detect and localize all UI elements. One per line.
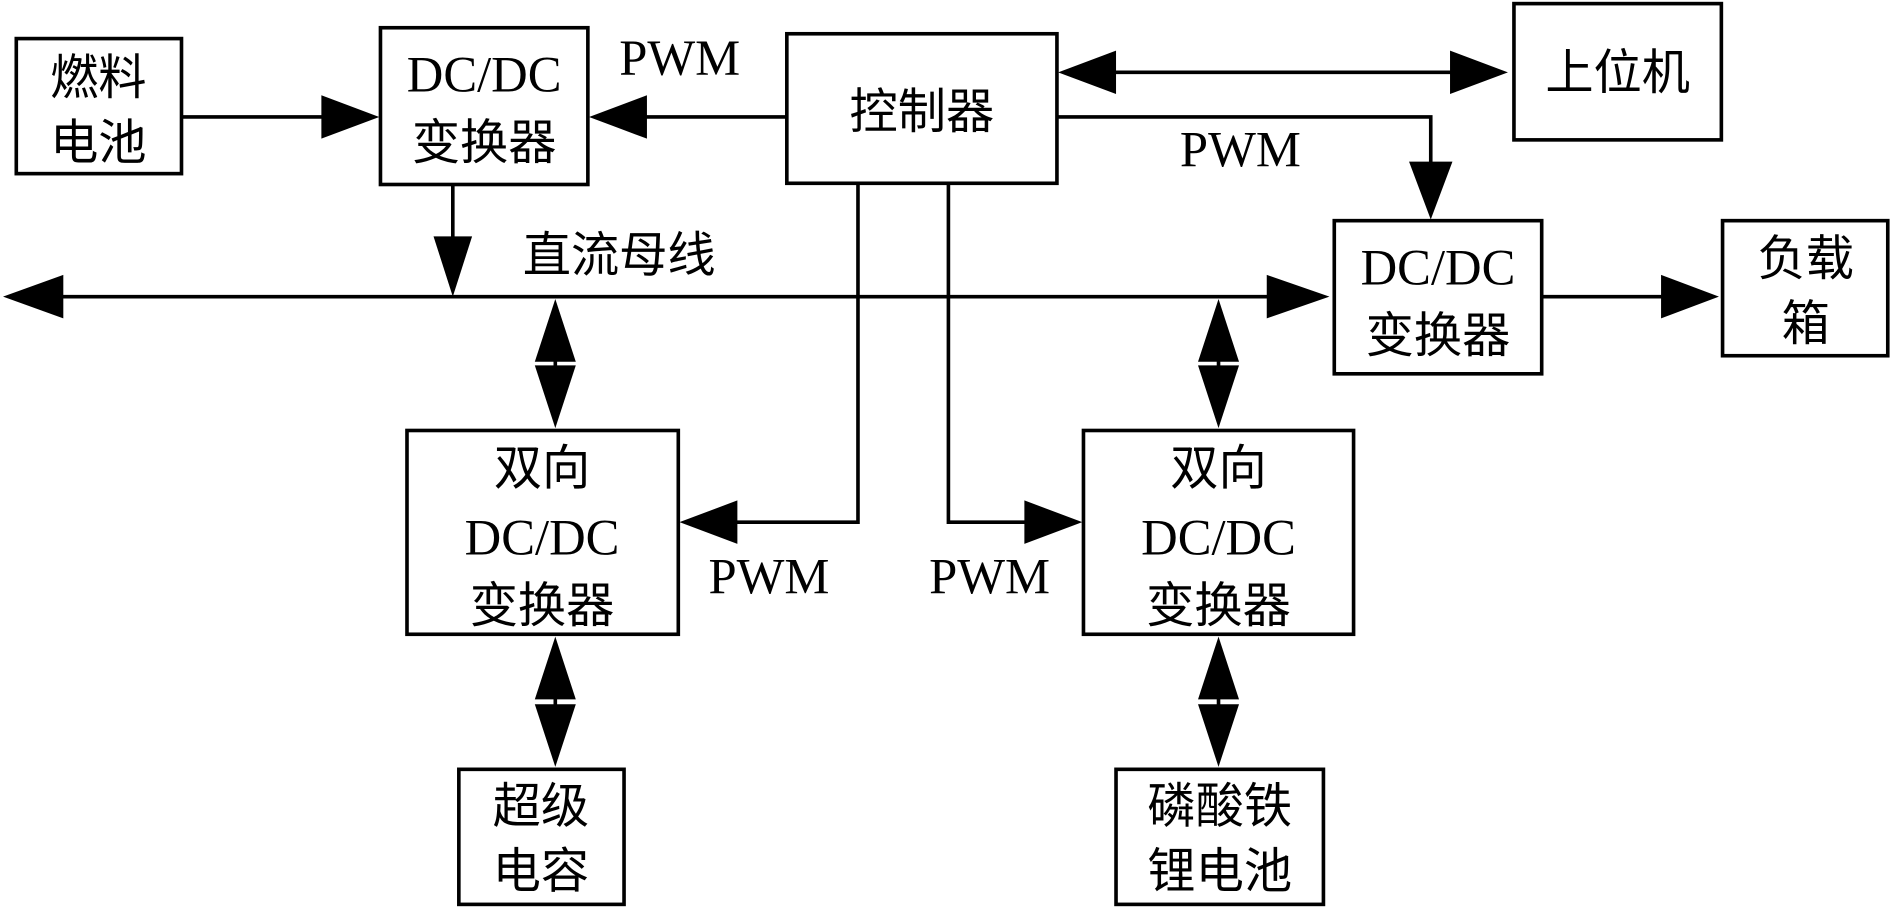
bat-converter-label-line3: 变换器 — [1146, 578, 1291, 634]
supercapacitor-block: 超级 电容 — [457, 767, 626, 907]
dc-bus: 直流母线 — [3, 227, 1330, 319]
host-computer-label: 上位机 — [1545, 45, 1690, 101]
controller-host-left-arrowhead — [1058, 50, 1117, 95]
fuel-cell-label-line1: 燃料 — [50, 50, 146, 106]
sc-converter-label-line2: DC/DC — [465, 510, 620, 566]
load-converter-label-line1: DC/DC — [1361, 240, 1516, 296]
lfp-battery-label-line1: 磷酸铁 — [1147, 778, 1292, 834]
bus-sc-converter-up-arrowhead — [534, 299, 576, 362]
pwm-label-load: PWM — [1180, 121, 1301, 177]
bus-bat-converter-up-arrowhead — [1198, 299, 1240, 362]
supercapacitor-label-line1: 超级 — [493, 778, 589, 834]
sc-converter-supercap-up-arrowhead — [534, 636, 576, 700]
pwm-label-bat: PWM — [929, 548, 1050, 604]
supercapacitor-label-line2: 电容 — [493, 844, 589, 900]
fuel-cell-block: 燃料 电池 — [14, 36, 184, 176]
fc-converter-label-line1: DC/DC — [407, 47, 562, 103]
load-converter-to-load-arrowhead — [1661, 274, 1719, 319]
bus-bat-converter-down-arrowhead — [1198, 365, 1240, 429]
lfp-battery-label-line2: 锂电池 — [1147, 844, 1292, 900]
bat-converter-label-line2: DC/DC — [1141, 510, 1296, 566]
load-converter-label-line2: 变换器 — [1366, 308, 1511, 364]
bat-converter-battery-up-arrowhead — [1198, 636, 1240, 700]
controller-label: 控制器 — [850, 84, 995, 140]
bus-sc-converter-down-arrowhead — [534, 365, 576, 429]
pwm-label-fc: PWM — [619, 30, 740, 86]
dc-bus-label: 直流母线 — [523, 227, 716, 283]
controller-to-sc-converter-wire — [730, 183, 860, 524]
sc-converter-block: 双向 DC/DC 变换器 — [405, 428, 681, 637]
sc-converter-label-line3: 变换器 — [470, 578, 615, 634]
lfp-battery-block: 磷酸铁 锂电池 — [1114, 767, 1326, 907]
sc-converter-label-line1: 双向 — [494, 441, 590, 497]
fc-converter-block: DC/DC 变换器 — [378, 25, 590, 187]
controller-host-right-arrowhead — [1450, 50, 1508, 95]
controller-to-sc-converter-arrowhead — [679, 500, 738, 544]
load-converter-block: DC/DC 变换器 — [1332, 218, 1544, 376]
host-computer-block: 上位机 — [1512, 1, 1724, 142]
controller-to-bat-converter-wire — [946, 183, 1032, 524]
fuel-cell-to-converter-arrowhead — [321, 95, 380, 139]
bat-converter-battery-down-arrowhead — [1198, 704, 1240, 767]
controller-to-bat-converter-arrowhead — [1024, 500, 1083, 544]
controller-to-fc-converter-arrowhead — [589, 95, 647, 139]
controller-to-load-converter-arrowhead — [1409, 161, 1453, 220]
dc-bus-left-arrowhead — [3, 274, 64, 319]
pwm-label-sc: PWM — [708, 548, 829, 604]
dc-bus-right-arrowhead — [1266, 274, 1330, 319]
bat-converter-label-line1: 双向 — [1170, 441, 1266, 497]
controller-to-load-converter-wire — [1056, 115, 1433, 169]
load-box-label-line2: 箱 — [1782, 296, 1830, 352]
fuel-cell-label-line2: 电池 — [50, 115, 146, 171]
fc-converter-to-bus-arrowhead — [433, 236, 473, 297]
controller-block[interactable]: 控制器 — [785, 31, 1059, 186]
load-box-label-line1: 负载 — [1758, 231, 1854, 287]
sc-converter-supercap-down-arrowhead — [534, 704, 576, 767]
bat-converter-block: 双向 DC/DC 变换器 — [1081, 428, 1356, 637]
fc-converter-label-line2: 变换器 — [412, 115, 557, 171]
load-box-block: 负载 箱 — [1720, 218, 1890, 358]
